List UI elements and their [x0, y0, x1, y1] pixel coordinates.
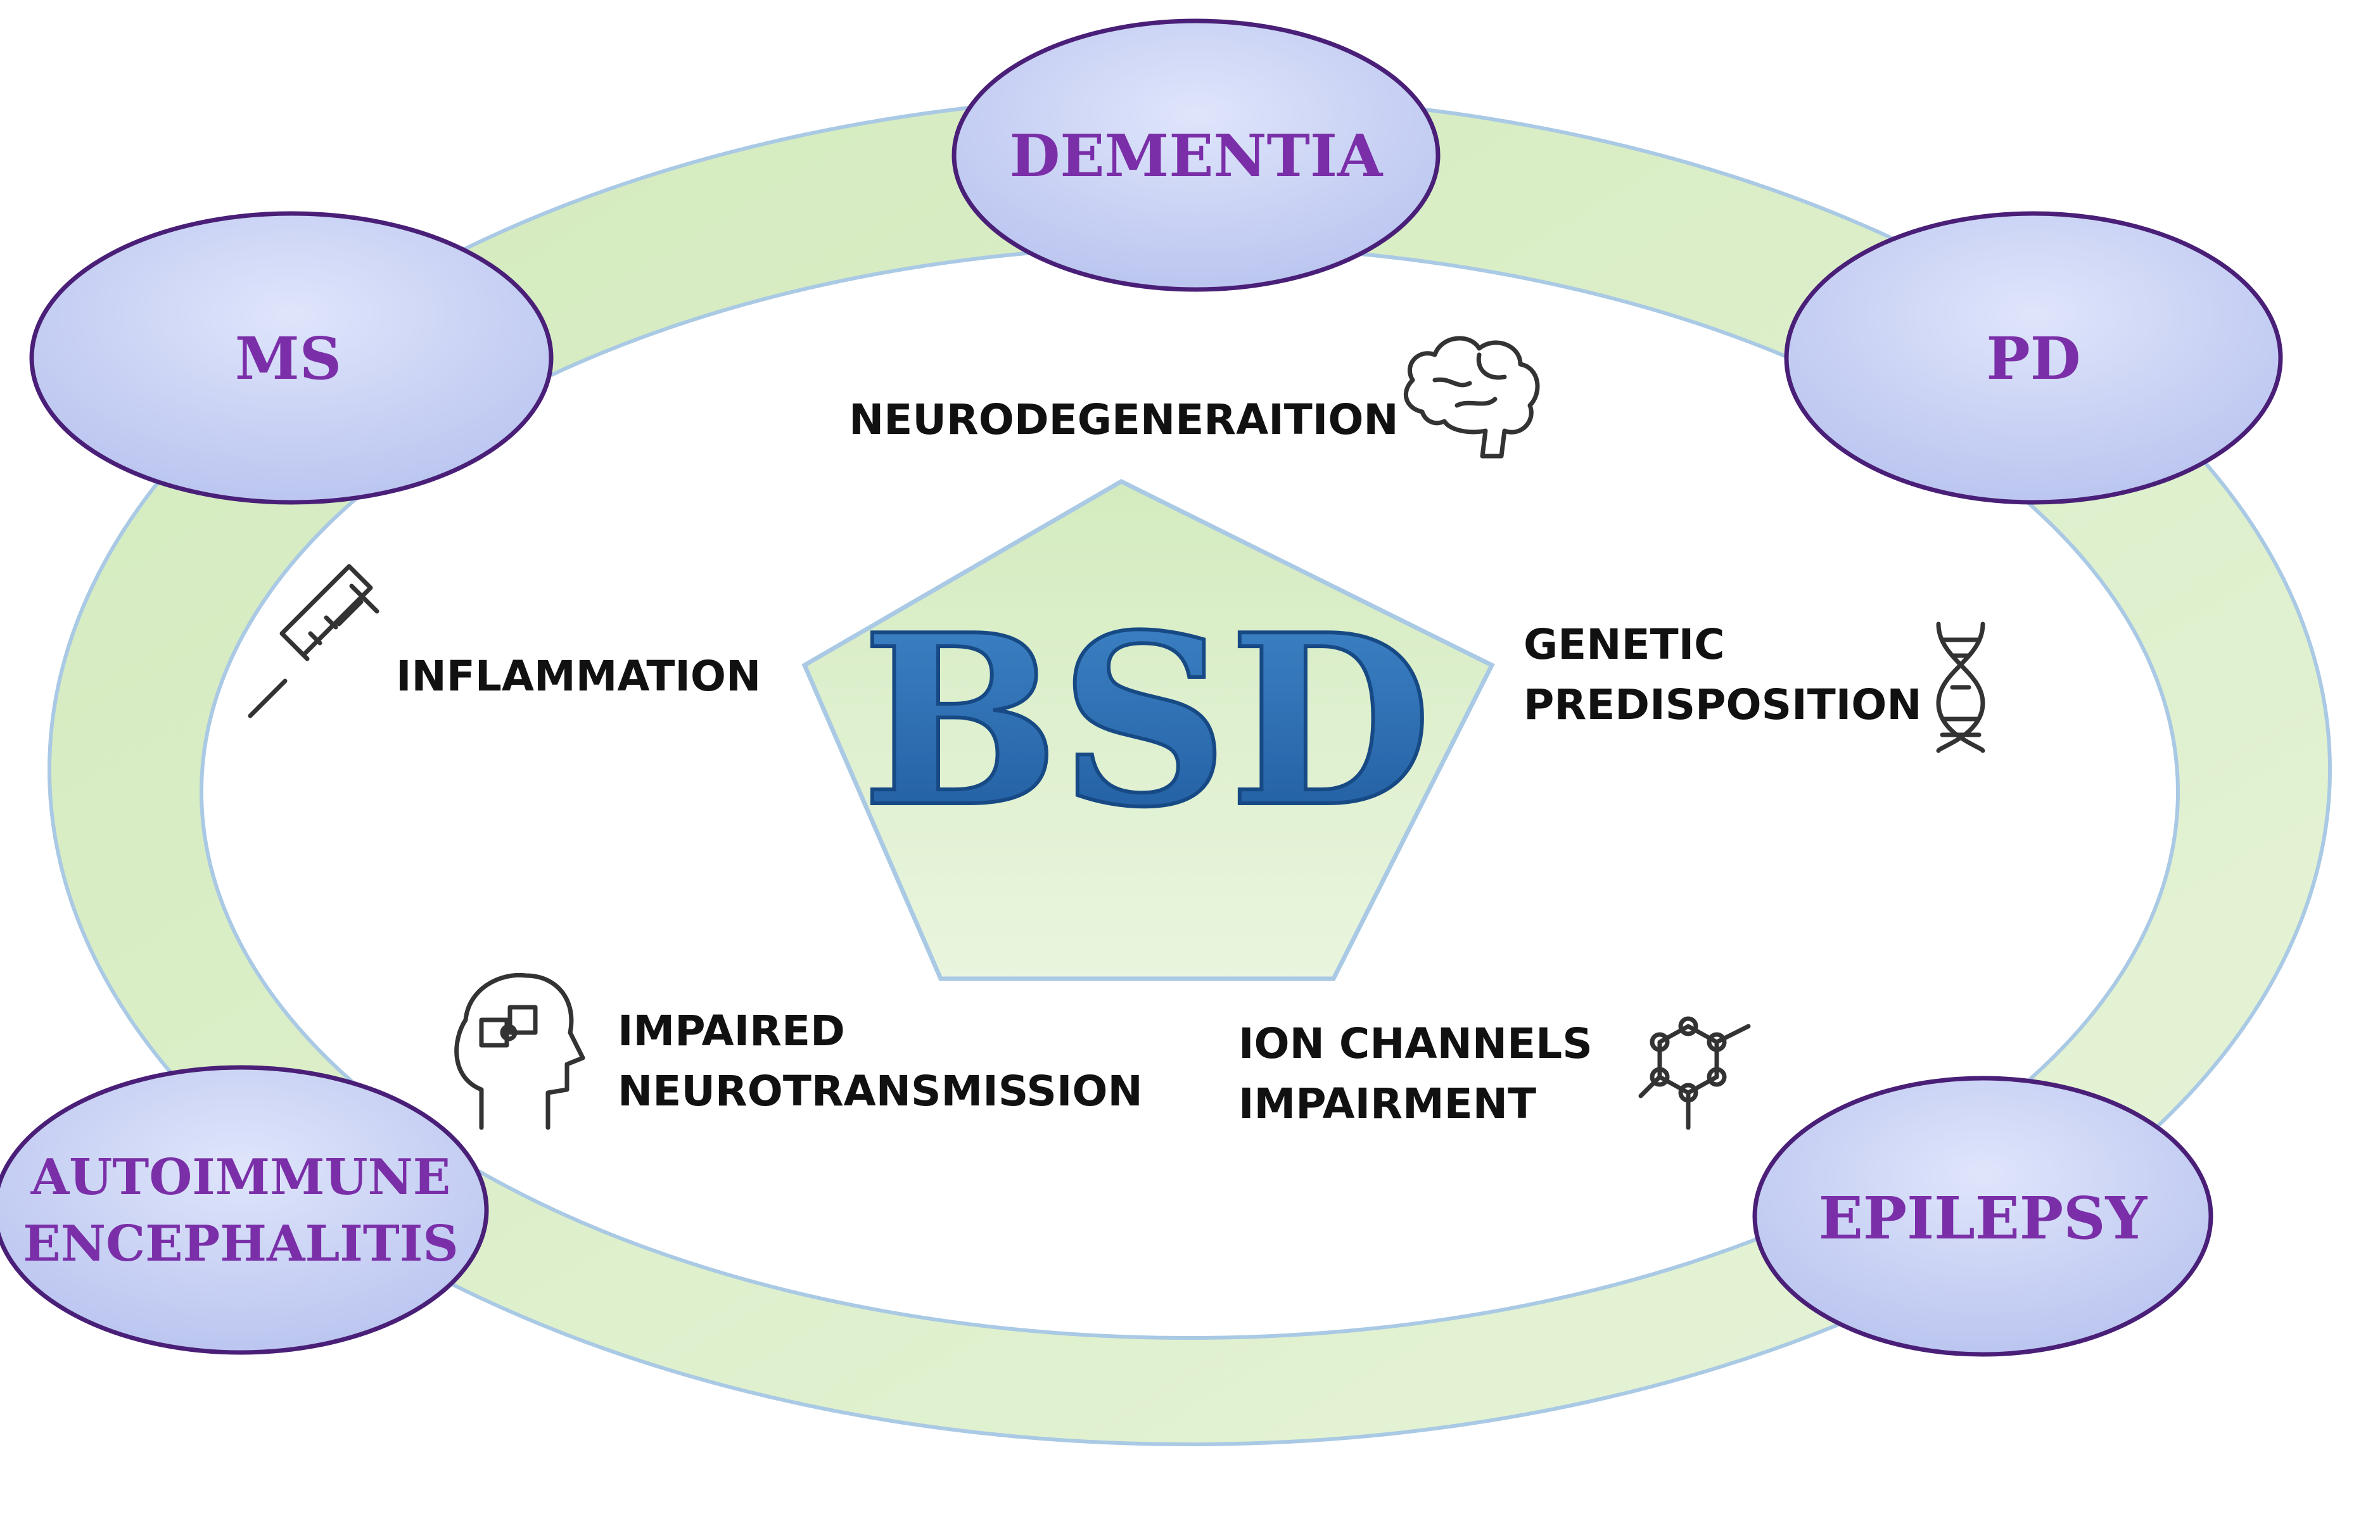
mechanism-neurodegeneration: NEURODEGENERAITION	[849, 395, 1399, 444]
mechanism-genetic: GENETIC	[1524, 620, 1725, 669]
brain-icon	[1403, 336, 1540, 459]
mechanism-neurotransmission: NEUROTRANSMISSION	[618, 1067, 1143, 1116]
disease-dementia: DEMENTIA	[951, 18, 1441, 292]
mechanism-inflammation: INFLAMMATION	[396, 652, 761, 701]
disease-pd: PD	[1784, 211, 2283, 505]
mechanism-ion-channels: ION CHANNELS	[1238, 1019, 1593, 1068]
mechanism-predisposition: PREDISPOSITION	[1524, 680, 1922, 729]
disease-epilepsy: EPILEPSY	[1752, 1076, 2213, 1357]
disease-label-ms: MS	[235, 324, 341, 393]
disease-autoimmune-encephalitis: AUTOIMMUNE ENCEPHALITIS	[0, 1065, 489, 1355]
disease-label-pd: PD	[1987, 324, 2081, 393]
syringe-icon	[248, 564, 379, 718]
disease-label-epilepsy: EPILEPSY	[1819, 1184, 2148, 1252]
dna-icon	[1936, 621, 1985, 753]
center-pentagon: BSD	[801, 479, 1495, 981]
center-title: BSD	[862, 584, 1432, 859]
mechanism-impaired: IMPAIRED	[618, 1007, 845, 1055]
disease-label-encephalitis: ENCEPHALITIS	[23, 1215, 458, 1273]
disease-ms: MS	[29, 211, 554, 505]
disease-label-autoimmune: AUTOIMMUNE	[30, 1149, 450, 1206]
molecule-icon	[1638, 1016, 1751, 1130]
mechanism-impairment: IMPAIRMENT	[1238, 1079, 1536, 1128]
disease-label-dementia: DEMENTIA	[1010, 122, 1384, 190]
head-puzzle-icon	[454, 972, 585, 1130]
